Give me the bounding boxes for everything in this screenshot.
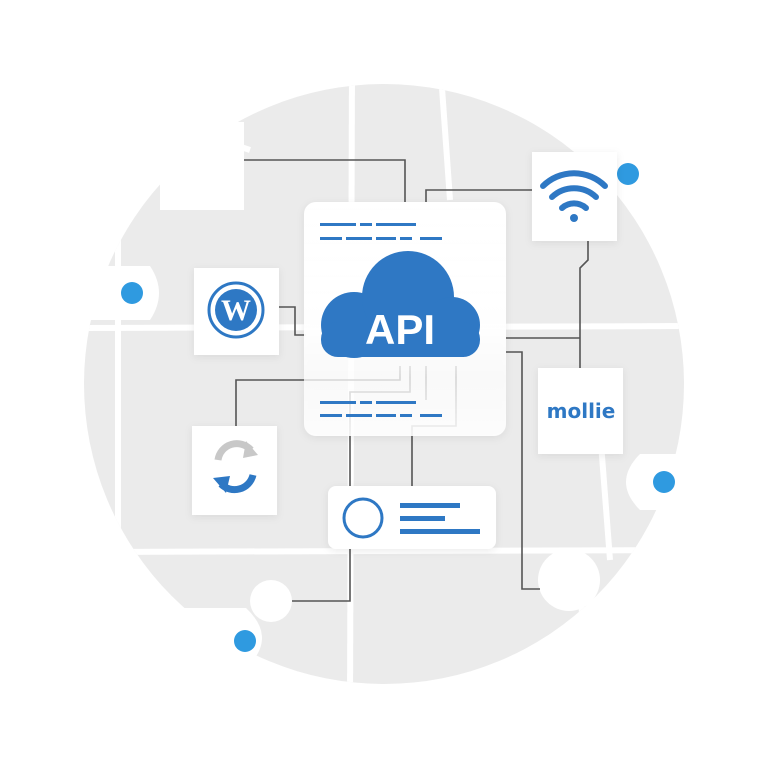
location-dot xyxy=(617,163,639,185)
cloud-icon xyxy=(321,251,480,358)
mollie-card[interactable]: mollie xyxy=(538,368,623,454)
wifi-icon xyxy=(540,170,608,222)
location-dot xyxy=(234,630,256,652)
connector-wifi-api xyxy=(425,189,532,202)
sync-card[interactable] xyxy=(192,426,277,515)
location-dots xyxy=(121,163,675,652)
dash-line-bottom xyxy=(320,401,442,417)
map-notch xyxy=(160,122,244,210)
wordpress-icon: W xyxy=(207,281,265,339)
api-label: API xyxy=(365,306,435,353)
map-notch xyxy=(180,608,262,668)
location-dot xyxy=(653,471,675,493)
text-line-icon xyxy=(400,529,480,534)
connector-blank-api xyxy=(244,159,406,202)
connector-wifi-mollie xyxy=(579,240,589,368)
connector-wordpress-api xyxy=(279,306,306,336)
sync-icon xyxy=(213,440,258,494)
map-notch xyxy=(250,580,292,622)
api-card[interactable]: API xyxy=(304,202,506,436)
dash-line-top xyxy=(320,223,442,240)
svg-text:W: W xyxy=(221,294,251,327)
radio-list-icon xyxy=(342,497,480,539)
radio-circle-icon xyxy=(342,497,384,539)
location-dot xyxy=(121,282,143,304)
connector-api-bottom-right xyxy=(506,351,540,590)
map-notch xyxy=(60,266,159,320)
toggle-card[interactable] xyxy=(328,486,496,549)
text-line-icon xyxy=(400,516,445,521)
map-notch xyxy=(538,549,600,611)
wordpress-card[interactable]: W xyxy=(194,268,279,355)
wifi-card[interactable] xyxy=(532,152,617,241)
text-line-icon xyxy=(400,503,460,508)
mollie-logo: mollie xyxy=(547,399,616,423)
